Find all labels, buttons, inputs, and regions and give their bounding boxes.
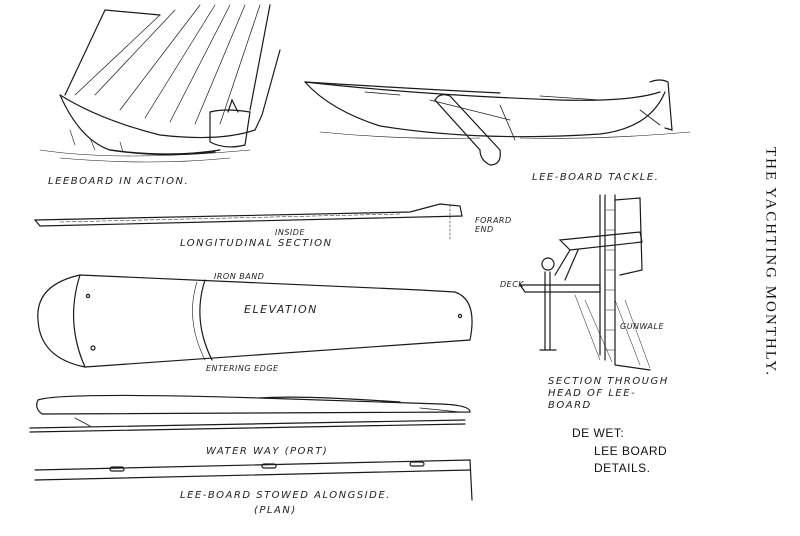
caption-section-through-head: SECTION THROUGH HEAD OF LEE-BOARD — [548, 376, 669, 411]
caption-leeboard-tackle: LEE-BOARD TACKLE. — [532, 172, 660, 183]
caption-longitudinal-section: LONGITUDINAL SECTION — [180, 238, 333, 249]
caption-gunwale: GUNWALE — [620, 322, 665, 331]
stowed-plan-drawing — [34, 459, 473, 501]
legend-line-2: LEE BOARD — [594, 444, 668, 458]
caption-deck: DECK — [500, 280, 525, 289]
caption-entering-edge: ENTERING EDGE — [206, 364, 279, 373]
longitudinal-section-drawing — [33, 203, 463, 241]
caption-elevation: ELEVATION — [244, 303, 318, 316]
caption-inside: INSIDE — [275, 228, 305, 237]
caption-water-way: WATER WAY (PORT) — [206, 446, 329, 457]
water-way-drawing — [29, 394, 471, 433]
caption-stowed-alongside: LEE-BOARD STOWED ALONGSIDE. — [180, 490, 391, 501]
caption-iron-band: IRON BAND — [214, 272, 265, 281]
sailboat-drawing — [39, 4, 281, 163]
legend-line-1: DE WET: — [572, 426, 625, 440]
elevation-drawing — [37, 274, 473, 368]
caption-forard-end: FORARD END — [475, 216, 512, 234]
legend-line-3: DETAILS. — [594, 461, 651, 475]
caption-plan: (PLAN) — [254, 505, 297, 516]
caption-leeboard-in-action: LEEBOARD IN ACTION. — [48, 176, 190, 187]
head-section-drawing — [518, 194, 651, 371]
tackle-boat-drawing — [304, 79, 691, 166]
masthead: THE YACHTING MONTHLY. — [762, 146, 779, 378]
